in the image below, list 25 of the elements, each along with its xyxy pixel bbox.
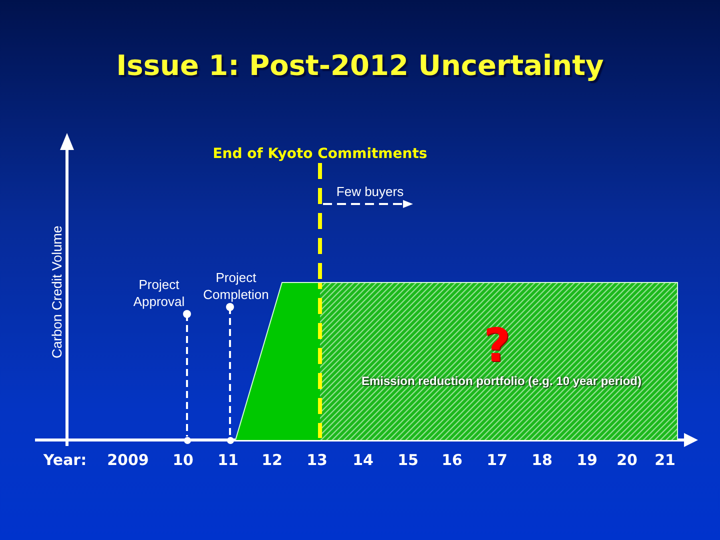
leader-line [183,310,191,436]
tick-label: 13 [306,451,328,469]
leader-line [226,303,234,436]
tick-label: 2009 [107,451,149,469]
deadline-label: End of Kyoto Commitments [212,146,428,162]
slide-title: Issue 1: Post-2012 Uncertainty [116,49,604,82]
tick-label: 19 [576,451,598,469]
tick-label: 15 [398,451,418,469]
milestone-label: Project Completion [203,269,269,303]
tick-label: 20 [616,451,638,469]
tick-label: 12 [262,451,282,469]
dot-icon [184,436,190,444]
tick-label: 16 [442,451,462,469]
deadline-line [318,163,322,282]
axis-title: Carbon Credit Volume [50,226,64,358]
tick-label: 18 [532,451,552,469]
tick-label: 14 [352,451,374,469]
dot-icon [226,436,234,444]
axis-label: Year: [43,451,87,469]
annotation-label: Few buyers [336,184,404,199]
tick-label: 17 [486,451,508,469]
tick-label: 21 [654,451,676,469]
tick-label: 11 [218,451,238,469]
milestone-label: Project Approval [133,276,185,310]
tick-label: 10 [172,451,194,469]
